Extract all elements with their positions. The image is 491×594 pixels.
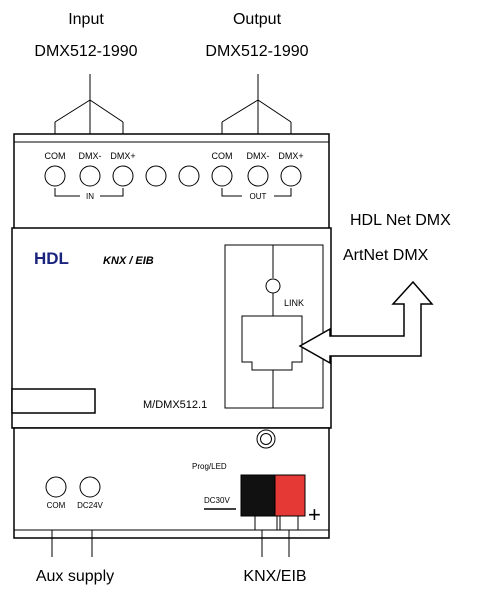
- power-terminal-dc24v: [79, 476, 101, 498]
- power-terminal-dc24v-label: DC24V: [77, 501, 103, 510]
- out-group-label: OUT: [250, 192, 267, 201]
- network-connection-arrow-icon: [298, 280, 434, 365]
- in-terminal-dmx-plus-label: DMX+: [110, 151, 135, 161]
- bus-connector-red: [274, 474, 306, 517]
- rj45-port-icon: [241, 315, 303, 371]
- link-led-icon: [265, 278, 281, 294]
- out-terminal-dmx-plus: [280, 165, 302, 187]
- link-label: LINK: [284, 298, 304, 308]
- in-group-label: IN: [86, 192, 94, 201]
- in-terminal-dmx-plus: [112, 165, 134, 187]
- output-title: Output: [233, 11, 282, 28]
- label-tab: [11, 388, 96, 414]
- bus-connector-base: [254, 515, 278, 531]
- prog-button-inner: [260, 433, 272, 445]
- net-label-artnet: ArtNet DMX: [343, 247, 429, 264]
- output-protocol: DMX512-1990: [205, 43, 308, 60]
- bus-connector-black: [240, 474, 276, 517]
- spare-terminal-2: [178, 165, 200, 187]
- model-label: M/DMX512.1: [143, 399, 207, 411]
- out-terminal-com: [211, 165, 233, 187]
- input-title: Input: [68, 11, 104, 28]
- knx-eib-label: KNX/EIB: [243, 568, 306, 585]
- power-terminal-com: [45, 476, 67, 498]
- in-terminal-dmx-minus: [79, 165, 101, 187]
- out-terminal-dmx-minus-label: DMX-: [247, 151, 270, 161]
- in-terminal-com-label: COM: [45, 151, 66, 161]
- bus-connector-base-2: [279, 515, 299, 531]
- top-terminals: [44, 165, 302, 187]
- out-terminal-dmx-plus-label: DMX+: [278, 151, 303, 161]
- output-wires: [221, 74, 292, 140]
- group-brackets: [54, 188, 292, 197]
- in-terminal-dmx-minus-label: DMX-: [79, 151, 102, 161]
- power-terminal-com-label: COM: [47, 501, 66, 510]
- prog-led-label: Prog/LED: [192, 462, 227, 471]
- out-terminal-com-label: COM: [212, 151, 233, 161]
- input-wires: [54, 74, 124, 140]
- bottom-wires: [51, 530, 290, 557]
- plus-symbol: +: [308, 502, 321, 527]
- dc30v-label: DC30V: [204, 496, 230, 505]
- aux-supply-label: Aux supply: [36, 568, 114, 585]
- top-module: [13, 133, 330, 231]
- hdl-logo: HDL: [34, 249, 69, 268]
- spare-terminal-1: [145, 165, 167, 187]
- net-label-hdl: HDL Net DMX: [350, 212, 451, 229]
- out-terminal-dmx-minus: [247, 165, 269, 187]
- knx-eib-logo: KNX / EIB: [103, 255, 154, 267]
- in-terminal-com: [44, 165, 66, 187]
- input-protocol: DMX512-1990: [34, 43, 137, 60]
